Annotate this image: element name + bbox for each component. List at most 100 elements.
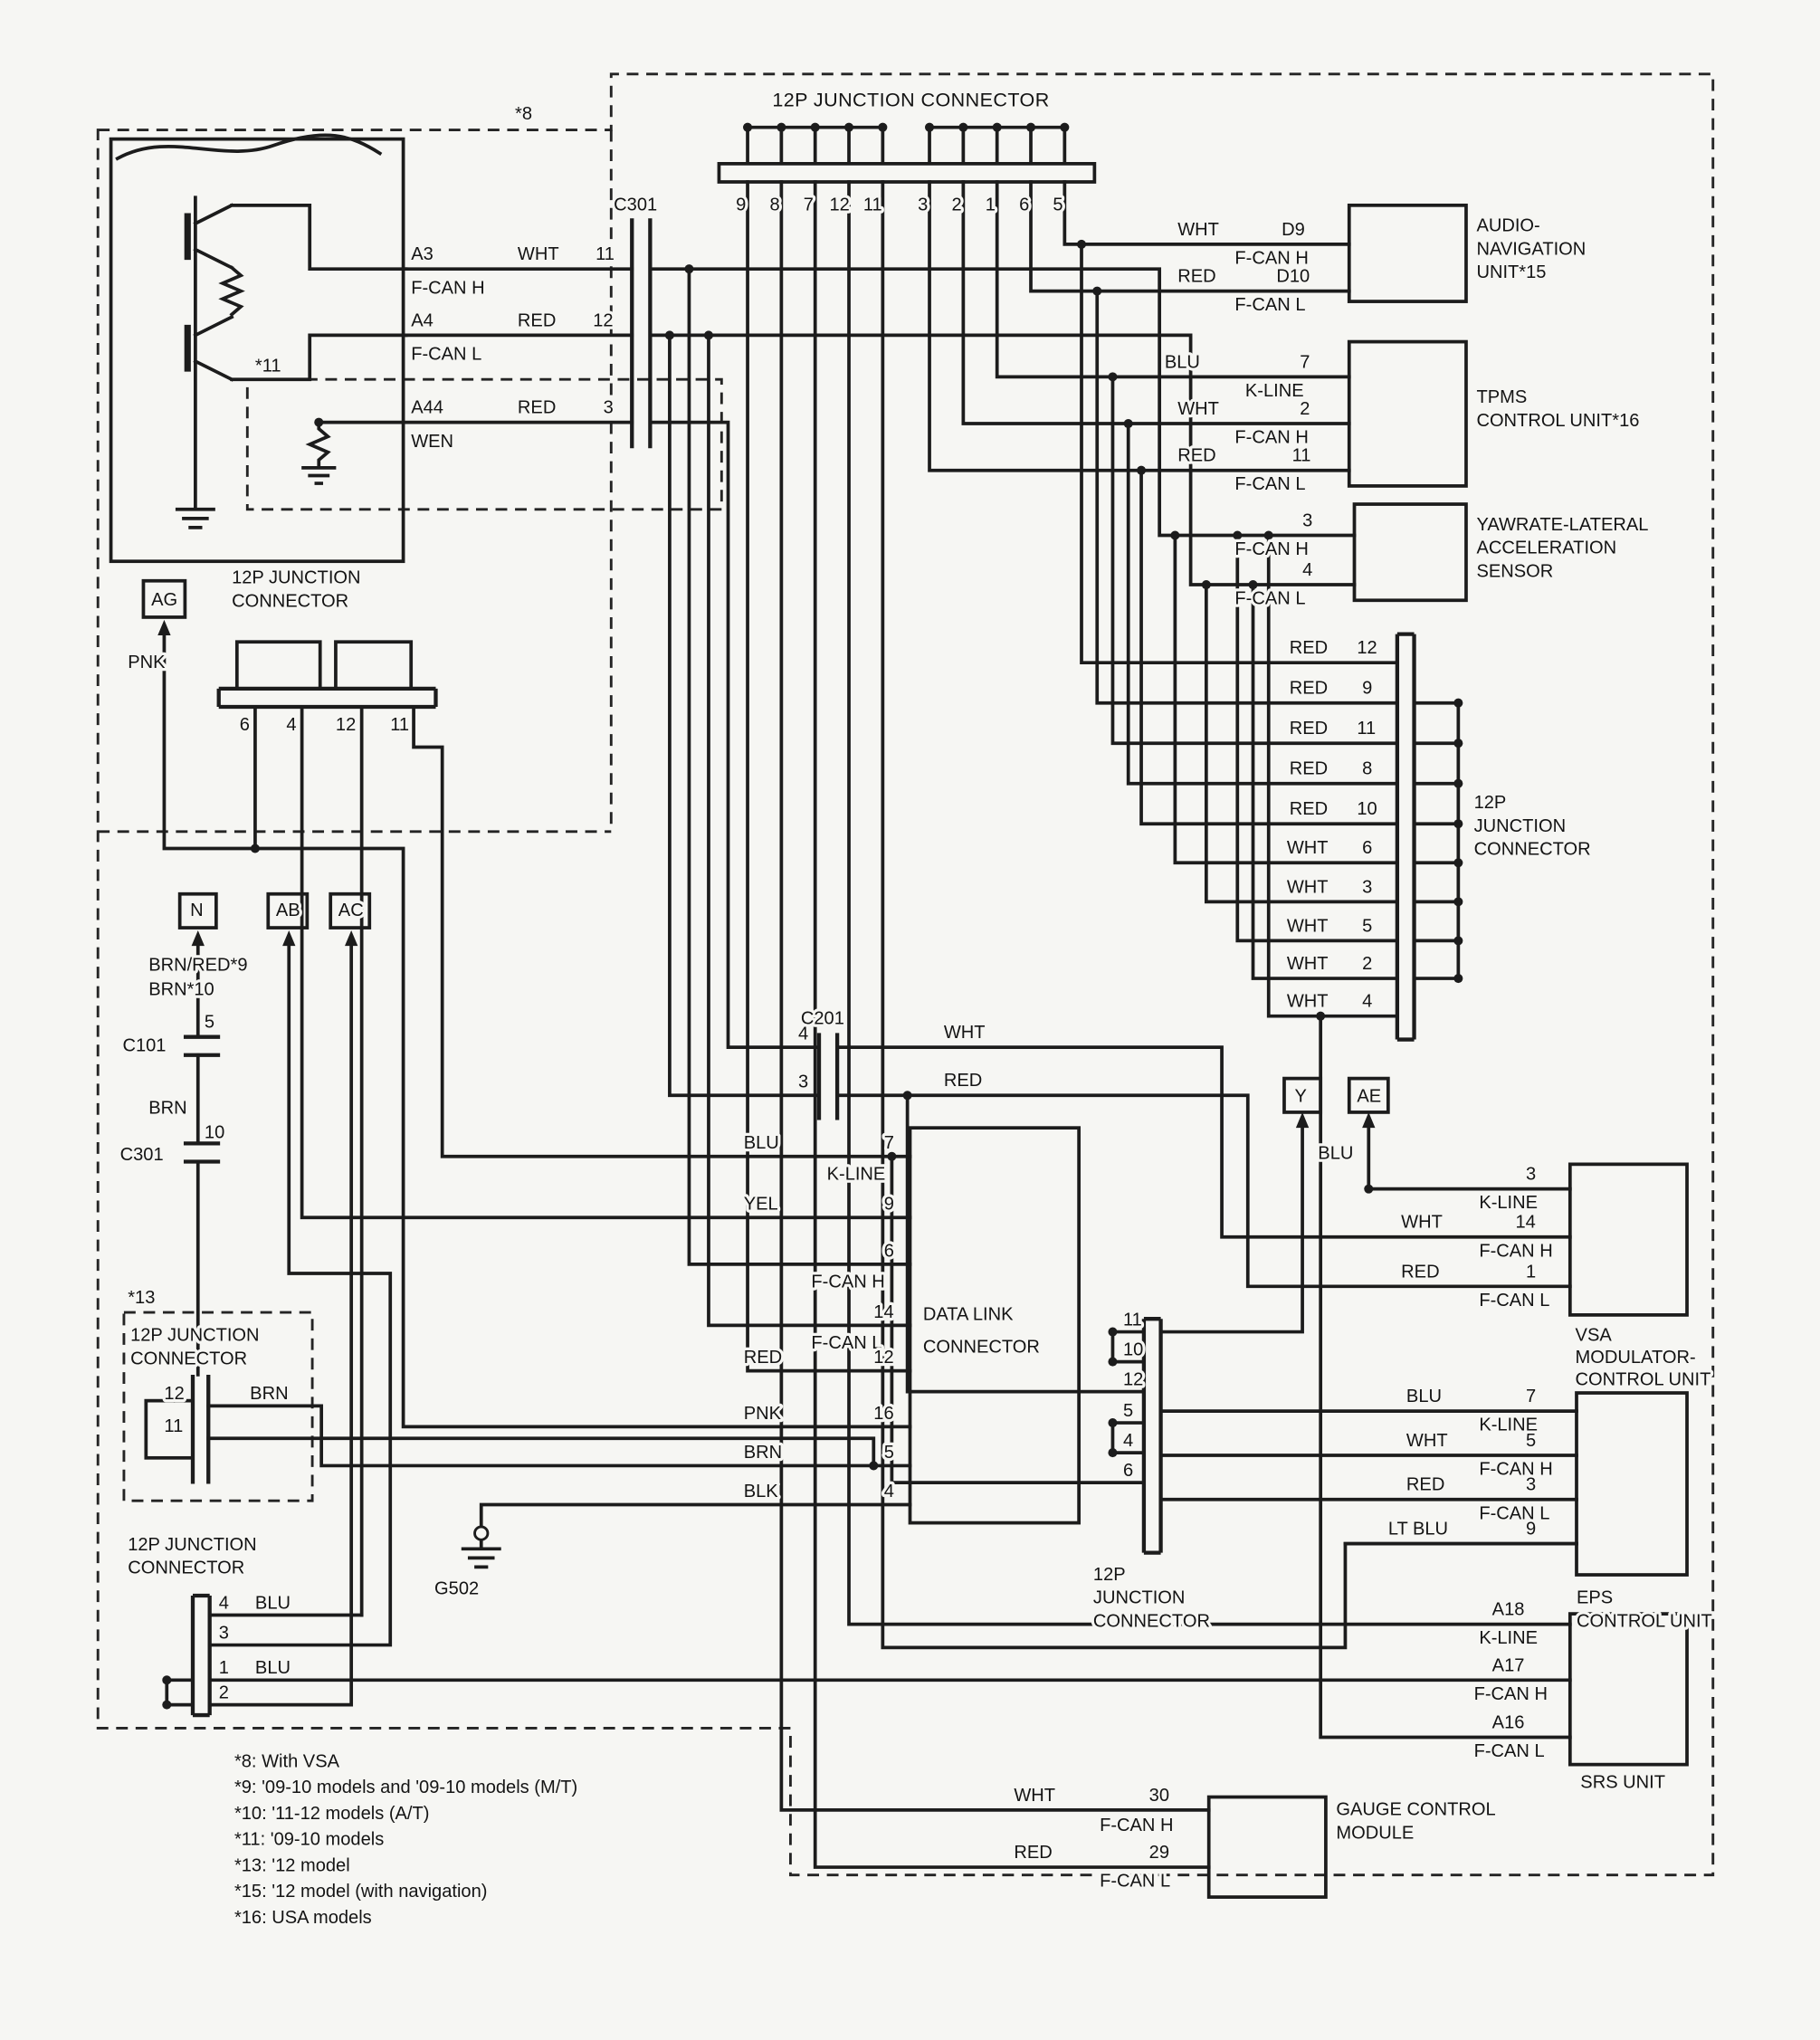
signal-label: F-CAN L <box>1100 1872 1170 1892</box>
pin-label: 4 <box>1302 560 1312 580</box>
srs-unit-box <box>1567 1612 1689 1767</box>
wire-color-label: WHT <box>1014 1786 1055 1806</box>
net-eps-ltblu <box>881 180 1578 1650</box>
wire-color-label: WHT <box>518 244 559 264</box>
net-bjc-rows <box>165 1613 1572 1707</box>
connector-bars <box>183 218 1416 1718</box>
signal-label: F-CAN L <box>1479 1503 1549 1523</box>
connector-n-box <box>177 891 218 929</box>
footnote: *15: '12 model (with navigation) <box>234 1882 488 1902</box>
net-gauge-fcanh <box>779 180 1211 1812</box>
pin-label: 7 <box>1300 352 1310 372</box>
ljc-socket-right <box>334 640 414 691</box>
tpms-control-unit: BLU 7 K-LINE WHT 2 F-CAN H RED 11 F-CAN … <box>1162 349 1643 497</box>
unit-name: GAUGE CONTROL <box>1336 1800 1495 1820</box>
pin-label: 4 <box>884 1482 894 1501</box>
signal-label: F-CAN H <box>1234 248 1308 268</box>
signal-label: F-CAN H <box>1479 1459 1552 1479</box>
pin-label: 1 <box>219 1658 229 1678</box>
pin-label: 9 <box>884 1195 894 1215</box>
unit-name: YAWRATE-LATERAL <box>1476 515 1648 535</box>
outer-dashed-boundary <box>96 72 1715 1877</box>
footnote: *10: '11-12 models (A/T) <box>234 1804 430 1824</box>
data-link-connector: BLU 7 K-LINE YEL 9 6 F-CAN H 14 F-CAN L … <box>741 1130 1043 1504</box>
wire-color-label: RED <box>1177 446 1215 466</box>
top-connector-body <box>717 125 1097 184</box>
signal-label: WEN <box>411 432 453 452</box>
unit-name: TPMS <box>1476 387 1527 407</box>
pin-label: 3 <box>604 398 614 418</box>
net-srs-fcanl <box>1319 1014 1572 1740</box>
connector-title: 12P JUNCTION <box>130 1326 259 1346</box>
connector-title: 12P <box>1474 793 1507 813</box>
eps-control-unit-box <box>1575 1391 1689 1577</box>
unit-name: VSA <box>1576 1326 1613 1346</box>
wire-color-label: WHT <box>1287 877 1329 897</box>
unit-name: MODULE <box>1336 1823 1414 1843</box>
wire-color-label: RED <box>1290 719 1328 739</box>
pin-label: 11 <box>1123 1310 1142 1330</box>
pin-label: 2 <box>951 195 961 215</box>
pin-label: 10 <box>205 1123 224 1143</box>
unit-name: SRS UNIT <box>1580 1772 1665 1792</box>
pin-label: 3 <box>1526 1475 1536 1495</box>
pin-label: 6 <box>1019 195 1029 215</box>
arrowheads <box>157 619 1376 1129</box>
c201-bars <box>816 1033 840 1120</box>
wire-color-label: LT BLU <box>1388 1520 1448 1540</box>
ground-label: G502 <box>434 1579 479 1599</box>
pin-label: 9 <box>1526 1520 1536 1540</box>
unit-name: SENSOR <box>1476 561 1553 581</box>
wire-color-label: RED <box>1014 1843 1052 1863</box>
wire-color-label: RED <box>518 398 556 418</box>
ground-node <box>473 1525 490 1541</box>
wire-color-label: PNK <box>744 1404 782 1424</box>
pin-label: 5 <box>205 1013 214 1033</box>
connector-name: C201 <box>801 1008 844 1028</box>
terminal-label: A4 <box>411 310 434 330</box>
footnote: *9: '09-10 models and '09-10 models (M/T… <box>234 1778 577 1797</box>
vsa-circuit-internals <box>115 133 408 529</box>
pin-label: 5 <box>884 1443 894 1463</box>
connector-title: CONNECTOR <box>1093 1611 1210 1631</box>
connector-title: JUNCTION <box>1093 1588 1185 1608</box>
wire-color-label: BLU <box>1406 1387 1442 1406</box>
wire-color-label: WHT <box>944 1023 986 1043</box>
pin-label: 6 <box>884 1241 894 1261</box>
pin-label: 5 <box>1362 916 1372 936</box>
net-tpms-fcanl <box>928 180 1399 826</box>
net-srs-kline <box>847 180 1572 1626</box>
g502-node-icon <box>473 1525 490 1541</box>
wire-color-label: BLU <box>1318 1144 1353 1164</box>
connector-id: AC <box>338 901 364 920</box>
signal-label: K-LINE <box>1479 1193 1538 1213</box>
net-gauge-fcanl <box>813 180 1211 1869</box>
connector-ag: AG PNK <box>125 587 180 675</box>
net-tpms-kline <box>995 180 1399 746</box>
wire-color-label: WHT <box>1287 992 1329 1012</box>
wire-color-label: WHT <box>1177 399 1219 419</box>
pin-label: 7 <box>1526 1387 1536 1406</box>
footnote: *8: With VSA <box>234 1752 340 1772</box>
connector-name: C301 <box>120 1145 164 1165</box>
pin-label: 8 <box>1362 759 1372 779</box>
pin-label: 14 <box>873 1302 893 1322</box>
rjc-comb <box>1412 701 1461 980</box>
connector-ab-box <box>266 891 310 929</box>
pin-label: 12 <box>336 715 356 735</box>
n-arrow-icon <box>191 929 205 947</box>
pin-label: 29 <box>1149 1843 1169 1863</box>
pin-label: 11 <box>164 1416 183 1436</box>
dashed-boundaries <box>96 72 1715 1877</box>
signal-label: F-CAN H <box>1100 1816 1173 1835</box>
pin-label: 30 <box>1149 1786 1169 1806</box>
pin-label: 11 <box>1292 446 1311 466</box>
signal-label: K-LINE <box>1245 381 1304 401</box>
connector-id: AG <box>151 590 177 610</box>
net-j13-rows <box>206 1404 912 1468</box>
signal-label: F-CAN L <box>1474 1741 1545 1761</box>
pin-label: 3 <box>798 1072 808 1092</box>
wire-color-label: RED <box>1177 267 1215 287</box>
